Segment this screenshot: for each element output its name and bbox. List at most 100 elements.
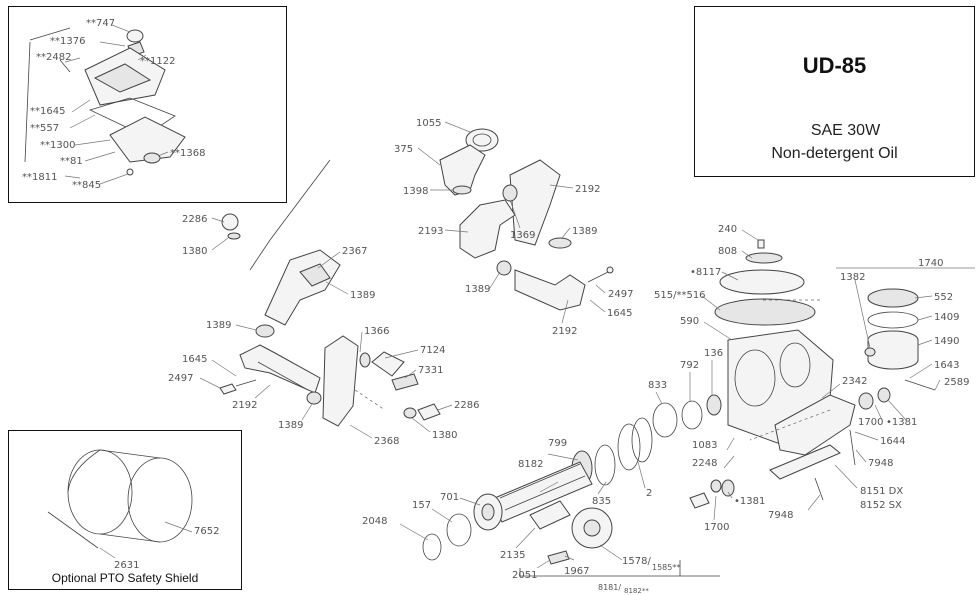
callout-1409: 1409 — [934, 312, 959, 323]
callout-1368-inset: **1368 — [170, 148, 205, 159]
callout-375: 375 — [394, 144, 413, 155]
callout-1300: **1300 — [40, 140, 75, 151]
pto-shield-inset-frame: Optional PTO Safety Shield — [8, 430, 242, 590]
callout-1083: 1083 — [692, 440, 717, 451]
centre-pipe-callouts — [417, 121, 606, 324]
callout-7331: 7331 — [418, 365, 443, 376]
callout-7948-b: 7948 — [768, 510, 793, 521]
callout-1389-a: 1389 — [350, 290, 375, 301]
callout-136: 136 — [704, 348, 723, 359]
callout-2135: 2135 — [500, 550, 525, 561]
callout-1645-a: 1645 — [182, 354, 207, 365]
callout-2248: 2248 — [692, 458, 717, 469]
callout-833-a: 833 — [648, 380, 667, 391]
callout-1055: 1055 — [416, 118, 441, 129]
callout-1380-a: 1380 — [182, 246, 207, 257]
callout-1382: 1382 — [840, 272, 865, 283]
callout-552: 552 — [934, 292, 953, 303]
callout-2497-b: 2497 — [608, 289, 633, 300]
callout-2342: 2342 — [842, 376, 867, 387]
callout-1811: **1811 — [22, 172, 57, 183]
callout-1369: 1369 — [510, 230, 535, 241]
callout-701: 701 — [440, 492, 459, 503]
callout-2051: 2051 — [512, 570, 537, 581]
callout-2193: 2193 — [418, 226, 443, 237]
callout-1376: **1376 — [50, 36, 85, 47]
callout-799: 799 — [548, 438, 567, 449]
callout-1381-b: •1381 — [734, 496, 765, 507]
valve-assembly-inset-frame — [8, 6, 287, 203]
pto-shield-drawing — [47, 449, 193, 559]
crankshaft-callouts — [399, 453, 733, 569]
callout-1490: 1490 — [934, 336, 959, 347]
callout-2497-a: 2497 — [168, 373, 193, 384]
callout-8181: 8181/ — [598, 583, 621, 592]
callout-2286-a: 2286 — [182, 214, 207, 225]
callout-1366: 1366 — [364, 326, 389, 337]
callout-8182-b: 8182** — [624, 587, 649, 595]
callout-792: 792 — [680, 360, 699, 371]
callout-8152: 8152 SX — [860, 500, 902, 511]
callout-1122: **1122 — [140, 56, 175, 67]
callout-1645-inset: **1645 — [30, 106, 65, 117]
callout-747: **747 — [86, 18, 115, 29]
crankshaft-drawing — [422, 417, 735, 577]
callout-8182: 8182 — [518, 459, 543, 470]
callout-1578: 1578/ — [622, 556, 651, 567]
callout-2589: 2589 — [944, 377, 969, 388]
callout-240: 240 — [718, 224, 737, 235]
callout-1644: 1644 — [880, 436, 905, 447]
oil-spec-line-2: Non-detergent Oil — [771, 145, 898, 162]
callout-1389-c: 1389 — [278, 420, 303, 431]
callout-835: 835 — [592, 496, 611, 507]
callout-1585: 1585** — [652, 563, 680, 572]
callout-557: **557 — [30, 123, 59, 134]
callout-515: 515/**516 — [654, 290, 706, 301]
callout-1643: 1643 — [934, 360, 959, 371]
callout-2367: 2367 — [342, 246, 367, 257]
callout-590: 590 — [680, 316, 699, 327]
pto-shield-caption: Optional PTO Safety Shield — [51, 571, 199, 585]
callout-1389-d: 1389 — [572, 226, 597, 237]
callout-2192-c: 2192 — [552, 326, 577, 337]
callout-157: 157 — [412, 500, 431, 511]
callout-7652: 7652 — [194, 526, 219, 537]
callout-8151: 8151 DX — [860, 486, 903, 497]
callout-2192-b: 2192 — [575, 184, 600, 195]
callout-808: 808 — [718, 246, 737, 257]
callout-1645-b: 1645 — [607, 308, 632, 319]
callout-2048: 2048 — [362, 516, 387, 527]
callout-1381-a: •1381 — [886, 417, 917, 428]
callout-2: 2 — [646, 488, 652, 499]
oil-spec-line-1: SAE 30W — [810, 122, 881, 139]
callout-2192-a: 2192 — [232, 400, 257, 411]
callout-2482: **2482 — [36, 52, 71, 63]
callout-1700-a: 1700 — [858, 417, 883, 428]
centre-pipe-assembly-drawing — [439, 128, 614, 311]
model-title: UD-85 — [802, 53, 867, 78]
callout-2631: 2631 — [114, 560, 139, 571]
left-pipe-assembly-drawing — [219, 159, 441, 427]
pump-body-drawing — [652, 239, 936, 501]
left-pipe-callouts — [199, 217, 453, 439]
callout-2286-b: 2286 — [454, 400, 479, 411]
callout-7124: 7124 — [420, 345, 445, 356]
callout-7948-a: 7948 — [868, 458, 893, 469]
pump-body-callouts — [655, 229, 975, 511]
callout-81: **81 — [60, 156, 83, 167]
callout-1967: 1967 — [564, 566, 589, 577]
model-info-box: UD-85 SAE 30W Non-detergent Oil — [694, 6, 975, 177]
inset-callouts — [64, 24, 169, 185]
callout-845: **845 — [72, 180, 101, 191]
callout-1389-e: 1389 — [465, 284, 490, 295]
inset-valve-assembly-drawing — [24, 27, 186, 176]
callout-8117: •8117 — [690, 267, 721, 278]
callout-1700-b: 1700 — [704, 522, 729, 533]
callout-1380-b: 1380 — [432, 430, 457, 441]
callout-2368: 2368 — [374, 436, 399, 447]
callout-1398: 1398 — [403, 186, 428, 197]
callout-1389-b: 1389 — [206, 320, 231, 331]
callout-1740: 1740 — [918, 258, 943, 269]
callout-labels: **747 **1376 **2482 **1122 **1645 **557 … — [22, 18, 969, 595]
